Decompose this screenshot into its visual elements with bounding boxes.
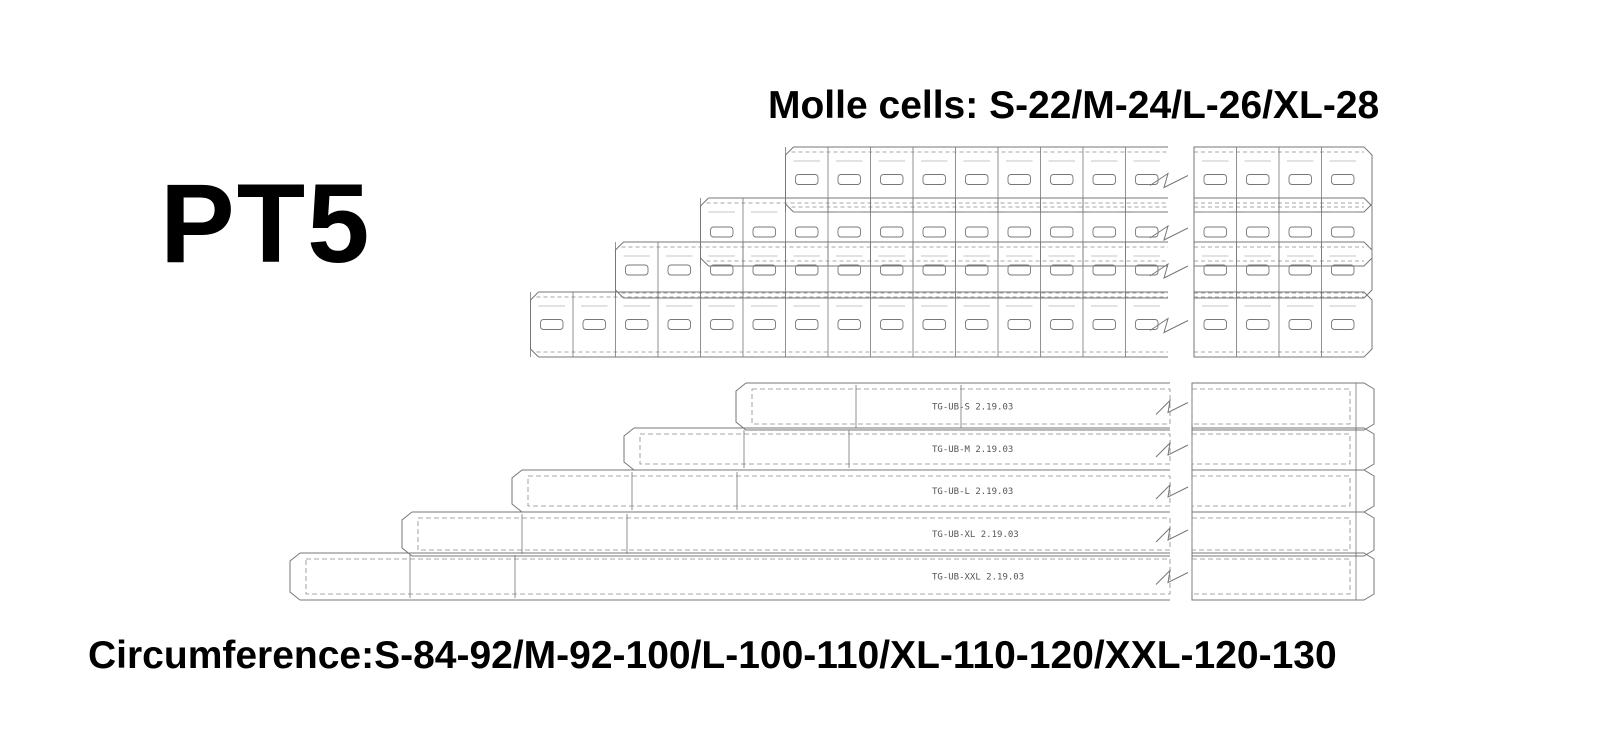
belt-pattern-xxl: TG-UB-XXL 2.19.03	[289, 552, 1375, 601]
belt-pattern-xl: TG-UB-XL 2.19.03	[401, 511, 1375, 557]
molle-panels	[530, 146, 1373, 358]
pattern-label: TG-UB-S 2.19.03	[932, 403, 1013, 413]
belt-pattern-l: TG-UB-L 2.19.03	[511, 469, 1375, 513]
molle-panel-xl	[530, 291, 1373, 358]
circumference-caption: Circumference:S-84-92/M-92-100/L-100-110…	[88, 634, 1337, 677]
pattern-label: TG-UB-XXL 2.19.03	[932, 573, 1024, 583]
molle-panel-l	[615, 241, 1373, 299]
pattern-label: TG-UB-L 2.19.03	[932, 487, 1013, 497]
belt-pattern-s: TG-UB-S 2.19.03	[735, 382, 1375, 431]
molle-cells-caption: Molle cells: S-22/M-24/L-26/XL-28	[768, 84, 1380, 127]
belt-pattern-m: TG-UB-M 2.19.03	[623, 427, 1375, 471]
molle-panel-s	[785, 146, 1373, 213]
pattern-label: TG-UB-XL 2.19.03	[932, 530, 1019, 540]
pattern-label: TG-UB-M 2.19.03	[932, 445, 1013, 455]
page-title: PT5	[160, 161, 372, 286]
